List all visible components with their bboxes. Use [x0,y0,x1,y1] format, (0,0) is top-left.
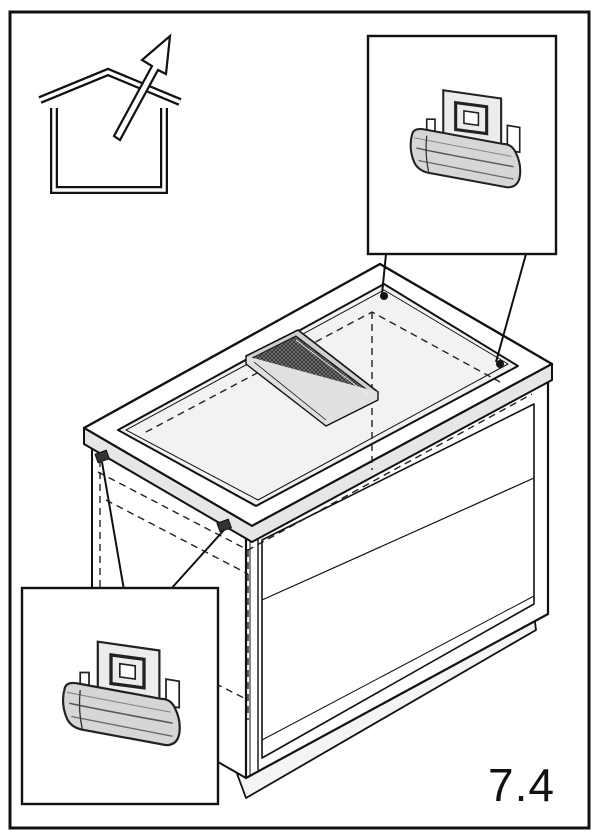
figure-frame [8,10,591,830]
clip-marker-right [216,518,232,533]
mounting-clip-callout-bottom [20,461,225,806]
step-number: 7.4 [488,759,555,811]
clip-marker-left [94,449,110,464]
clip-marker-corner [496,360,504,368]
mounting-clip-callout-top [366,34,558,363]
hob-grille [245,329,379,427]
house-vent-out-icon [38,33,182,194]
